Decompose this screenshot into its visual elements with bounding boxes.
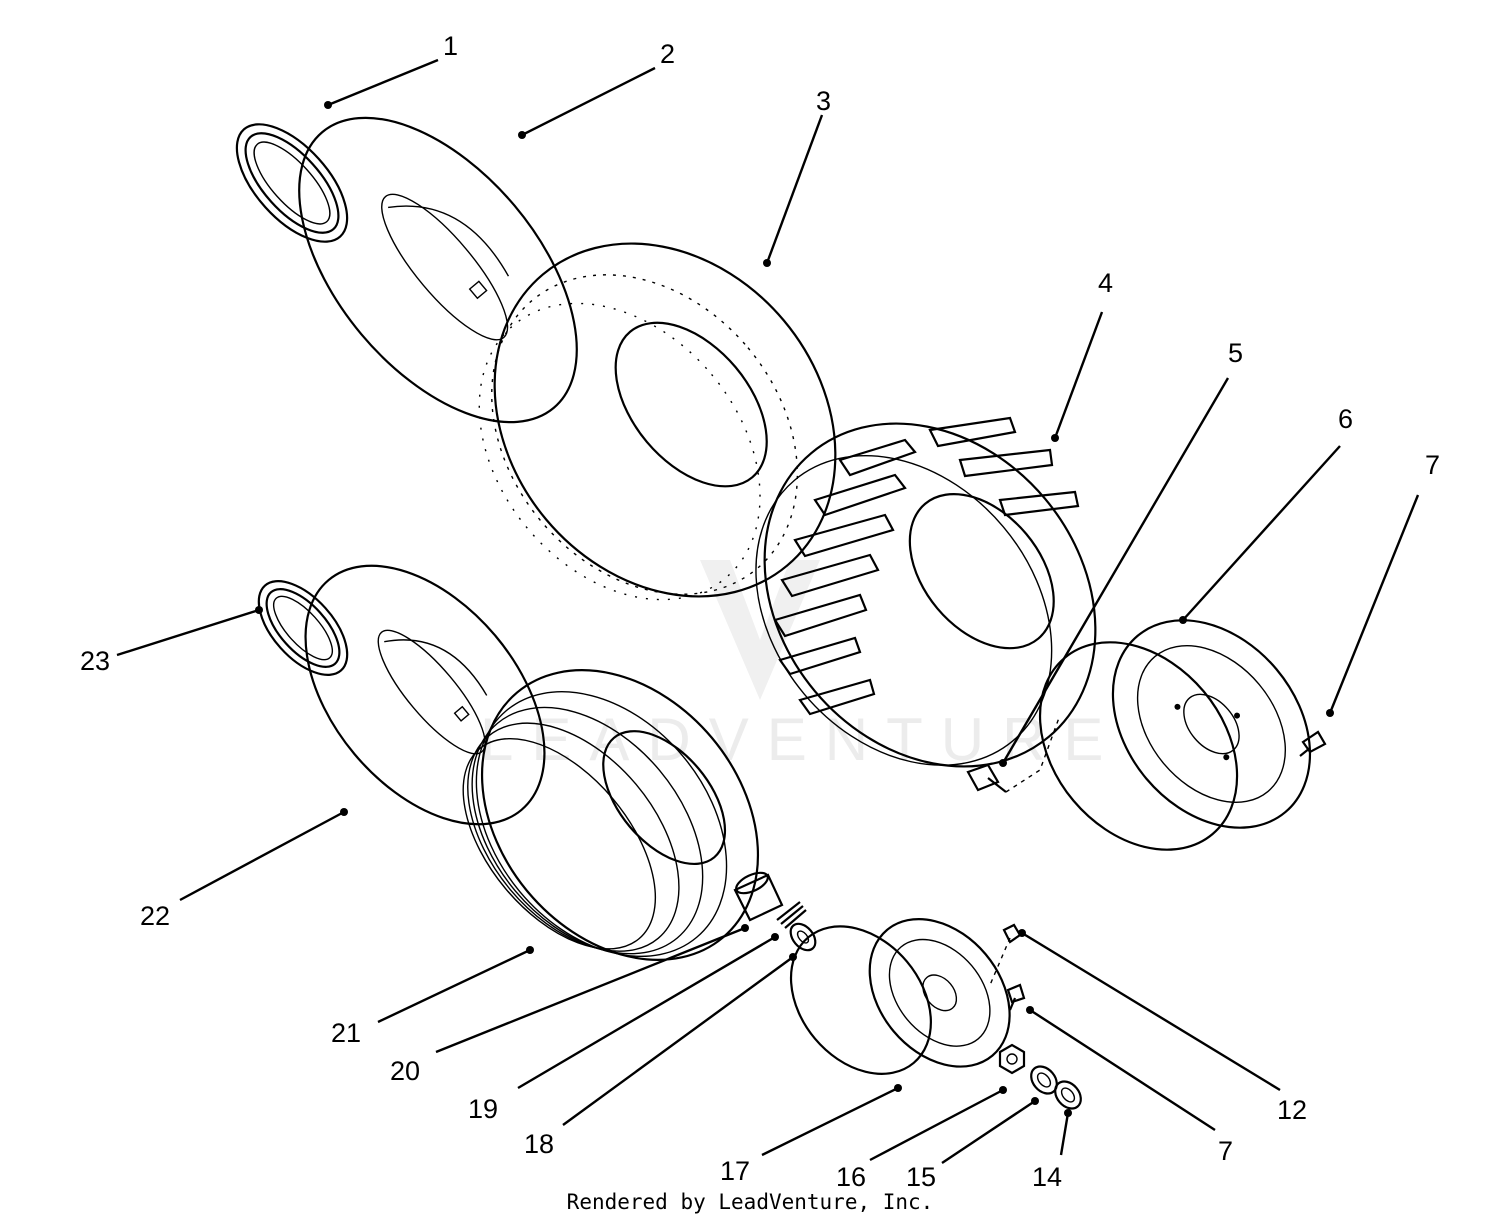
callout-14: 14 (1032, 1162, 1062, 1192)
part-4-lug-tire (755, 416, 1097, 768)
part-15-washer (1030, 1065, 1058, 1095)
leader-lines (116, 58, 1420, 1164)
part-7-bolt-lower (1006, 983, 1026, 1011)
part-1-rim-ring (235, 123, 349, 243)
callout-16: 16 (836, 1162, 866, 1192)
callout-1: 1 (443, 31, 458, 61)
credit-text: Rendered by LeadVenture, Inc. (566, 1190, 934, 1214)
part-23-rim-ring (257, 580, 349, 676)
part-12-nut (989, 923, 1022, 986)
callout-4: 4 (1098, 268, 1113, 298)
callout-2: 2 (660, 39, 675, 69)
watermark-text: LEADVENTURE (480, 706, 1121, 773)
part-19-spring-clip (776, 901, 807, 929)
part-14-washer (1054, 1080, 1082, 1110)
callout-23: 23 (80, 646, 110, 676)
part-20-bushing (733, 871, 784, 922)
part-22-inner-tube (304, 564, 546, 826)
watermark-logo-icon (700, 560, 820, 700)
part-2-inner-tube (298, 116, 578, 424)
part-18-washer (789, 922, 817, 952)
part-3-smooth-tire (478, 242, 837, 601)
callout-7-upper: 7 (1425, 450, 1440, 480)
callout-22: 22 (140, 901, 170, 931)
callout-19: 19 (468, 1094, 498, 1124)
callout-21: 21 (331, 1018, 361, 1048)
callout-7-lower: 7 (1218, 1136, 1233, 1166)
callout-18: 18 (524, 1129, 554, 1159)
part-16-hex-nut (998, 1043, 1026, 1075)
callout-12: 12 (1277, 1095, 1307, 1125)
callout-20: 20 (390, 1056, 420, 1086)
part-7-bolt-upper (1299, 730, 1327, 757)
callout-17: 17 (720, 1156, 750, 1186)
callout-15: 15 (906, 1162, 936, 1192)
callout-labels: 1 2 3 4 5 6 7 7 12 14 15 16 17 18 19 20 … (80, 31, 1440, 1192)
watermark: LEADVENTURE (480, 560, 1121, 773)
callout-5: 5 (1228, 338, 1243, 368)
part-5-bolt (966, 714, 1061, 793)
callout-6: 6 (1338, 404, 1353, 434)
callout-3: 3 (816, 86, 831, 116)
